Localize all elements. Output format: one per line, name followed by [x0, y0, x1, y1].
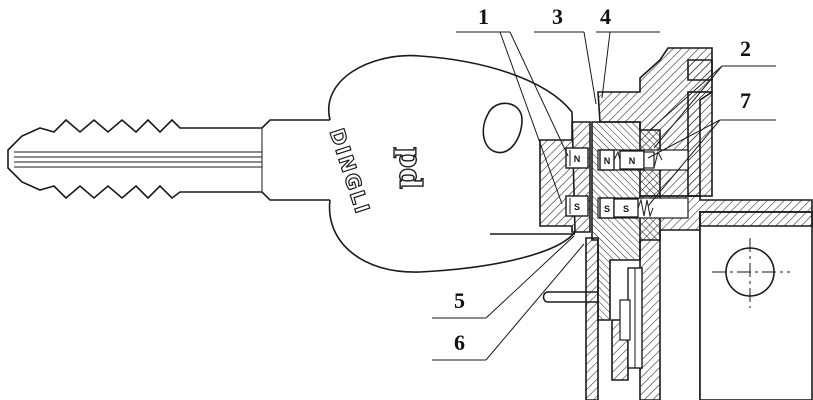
svg-text:7: 7	[740, 88, 751, 113]
callout-1: 1	[456, 4, 569, 205]
callout-2: 2	[649, 36, 776, 149]
pin-magnet-upper-right-label: N	[629, 156, 636, 166]
key-logo: pd	[391, 146, 427, 189]
key-magnet-upper-label: N	[574, 154, 581, 164]
key-magnet-lower-label: S	[574, 202, 580, 212]
pin-magnet-lower-left-label: S	[604, 204, 610, 214]
svg-text:DINGLI: DINGLI	[325, 125, 375, 217]
svg-text:5: 5	[454, 288, 465, 313]
upper-pin-assembly: N N	[597, 149, 689, 171]
svg-text:4: 4	[600, 4, 611, 29]
key-magnet-lower	[565, 195, 589, 217]
svg-text:pd: pd	[392, 147, 427, 189]
key-magnet-upper	[565, 147, 589, 169]
mounting-bracket	[699, 211, 813, 400]
callout-5: 5	[432, 235, 575, 319]
callout-4: 4	[596, 4, 660, 99]
svg-text:2: 2	[740, 36, 751, 61]
key-magnet-insert: N S	[539, 121, 591, 233]
pin-magnet-upper-left-label: N	[604, 156, 611, 166]
callout-7: 7	[647, 88, 776, 207]
callout-3: 3	[534, 4, 597, 105]
key-blade	[7, 118, 330, 201]
svg-text:1: 1	[478, 4, 489, 29]
svg-text:6: 6	[454, 330, 465, 355]
svg-text:3: 3	[552, 4, 563, 29]
pin-magnet-lower-right-label: S	[623, 204, 629, 214]
key-brand: DINGLI	[324, 125, 376, 219]
keyring-hole	[482, 102, 523, 154]
callout-6: 6	[432, 243, 585, 361]
lower-pin-assembly: S S	[597, 197, 689, 219]
key-head: pd DINGLI	[324, 54, 576, 273]
